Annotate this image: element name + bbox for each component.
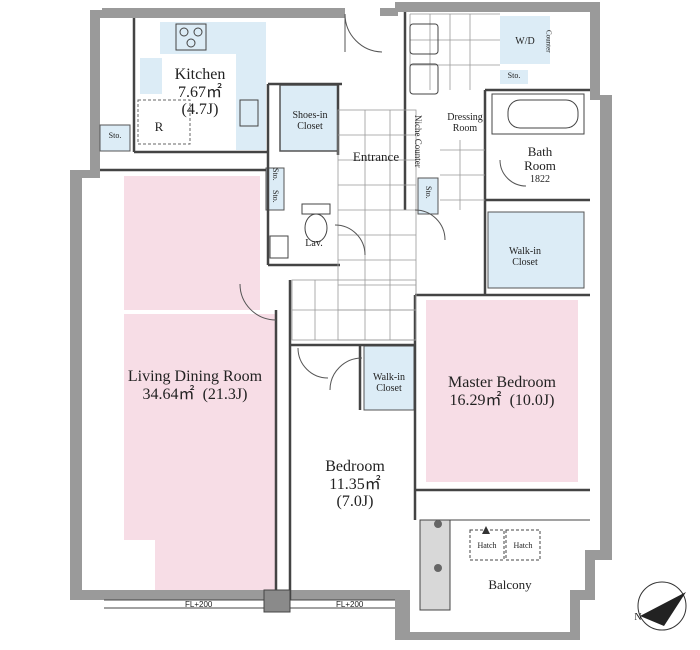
storage-label-entrance: Sto. <box>423 186 433 199</box>
storage-label-hall-1: Sto. <box>270 168 280 181</box>
master-bedroom-label: Master Bedroom 16.29㎡ (10.0J) <box>448 374 556 409</box>
compass-north-label: N <box>634 612 642 623</box>
toilet-icon <box>301 203 331 243</box>
hatch-label-2: Hatch <box>513 541 533 550</box>
bath-room-label: Bath Room 1822 <box>524 144 556 185</box>
floor-level-right: FL+200 <box>336 600 364 609</box>
marker-triangle-icon <box>482 526 490 534</box>
balcony-label: Balcony <box>488 577 532 592</box>
living-floor-upper <box>124 176 260 310</box>
compass-icon <box>637 581 687 631</box>
column <box>263 589 291 613</box>
kitchen-label: Kitchen 7.67㎡ (4.7J) <box>174 66 226 119</box>
shoes-closet-label: Shoes-in Closet <box>292 110 328 132</box>
living-dining-label: Living Dining Room 34.64㎡ (21.3J) <box>127 368 263 403</box>
hatch-label-1: Hatch <box>477 541 497 550</box>
door-swings <box>239 13 527 391</box>
counter-label: Counter <box>544 30 553 53</box>
dressing-room-label: Dressing Room <box>447 112 483 134</box>
hatch-box-2 <box>505 529 541 561</box>
wd-label: W/D <box>515 36 535 47</box>
bathtub-icon <box>491 93 585 135</box>
kitchen-sink-icon <box>239 99 259 127</box>
lav-basin-icon <box>269 235 289 259</box>
walkin-master-area <box>487 211 585 289</box>
niche-counter-label: Niche Counter <box>412 115 423 168</box>
drain-icon <box>434 520 442 528</box>
storage-label-laundry: Sto. <box>507 71 521 80</box>
lav-label: Lav. <box>305 238 323 249</box>
bedroom-label: Bedroom 11.35㎡ (7.0J) <box>325 458 385 511</box>
floor-level-left: FL+200 <box>185 600 213 609</box>
fridge-label: R <box>154 119 164 134</box>
entrance-label: Entrance <box>352 149 400 164</box>
dressing-shelves <box>409 23 439 95</box>
storage-label-kitchen: Sto. <box>108 131 122 140</box>
balcony-unit <box>419 519 451 611</box>
entrance-tile-grid <box>291 13 500 341</box>
fridge-area <box>137 99 191 145</box>
storage-label-hall-2: Sto. <box>270 190 280 203</box>
walkin-bed-label: Walk-in Closet <box>373 372 405 394</box>
interior-walls <box>100 12 590 600</box>
walkin-master-label: Walk-in Closet <box>509 246 541 268</box>
stove-icon <box>175 23 207 51</box>
master-floor <box>426 300 578 482</box>
